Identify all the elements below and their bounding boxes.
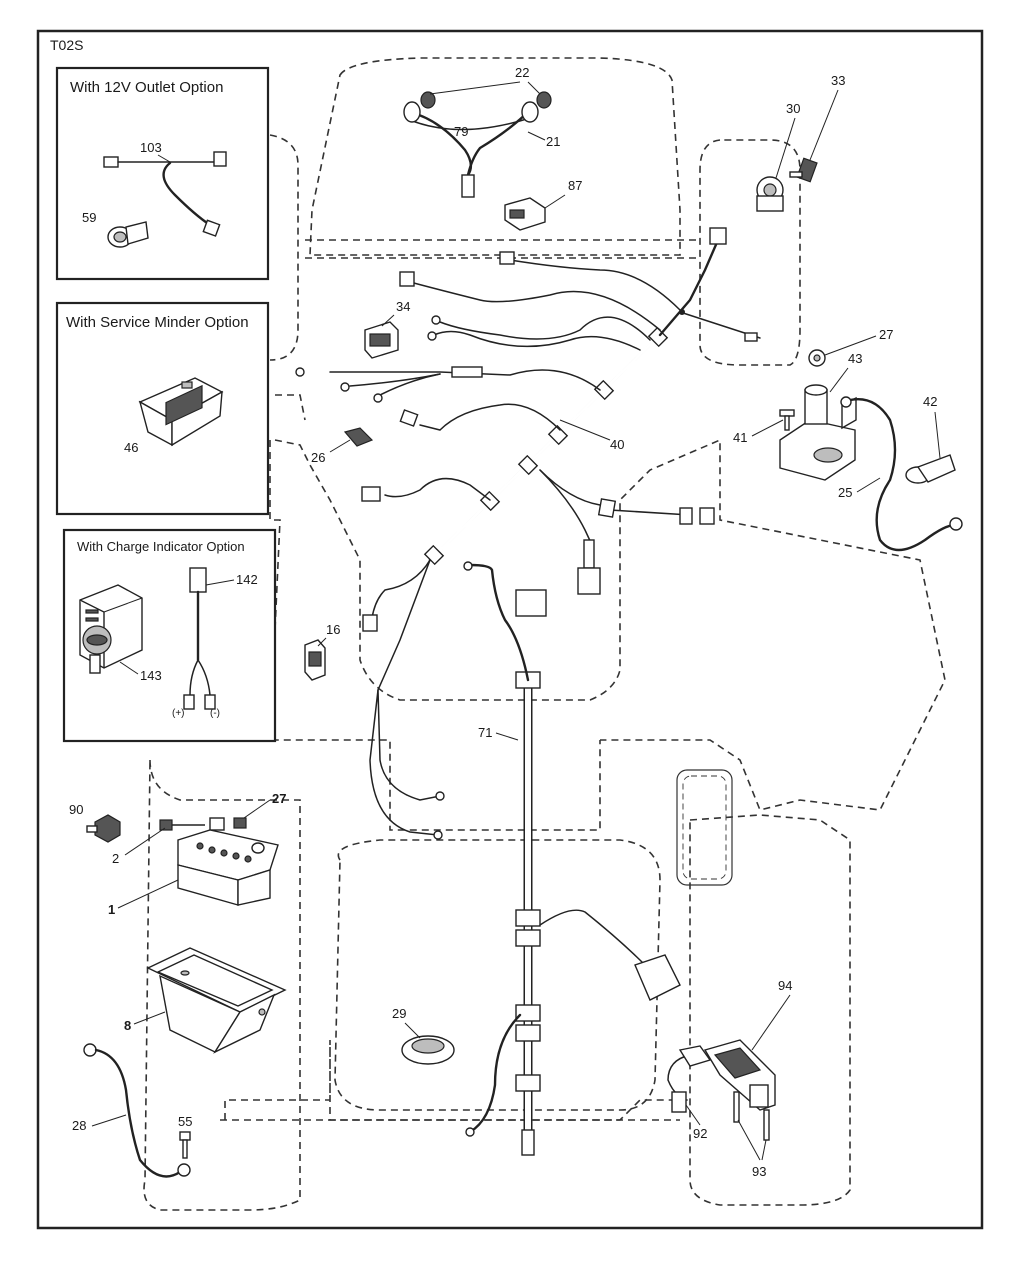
- diagram-code: T02S: [50, 37, 83, 53]
- callout-21: 21: [546, 134, 560, 149]
- terminal-90: [86, 814, 121, 843]
- box-title-service-minder: With Service Minder Option: [66, 314, 249, 331]
- option-box-service-minder: With Service Minder Option 46: [55, 301, 270, 516]
- main-harness-40: [295, 227, 761, 840]
- callout-40: 40: [610, 437, 624, 452]
- callout-103: 103: [140, 140, 162, 155]
- battery-cable-28: [83, 1043, 191, 1178]
- callout-34: 34: [396, 299, 410, 314]
- headlight-harness: [403, 91, 552, 198]
- option-box-12v-outlet: With 12V Outlet Option 103 59: [55, 66, 270, 281]
- cable-71: [463, 561, 681, 1156]
- callout-90: 90: [69, 802, 83, 817]
- connector-16: [304, 639, 326, 681]
- cable-25: [848, 398, 957, 552]
- callout-143: 143: [140, 668, 162, 683]
- screws-93: [733, 1091, 770, 1141]
- callout-46: 46: [124, 440, 138, 455]
- callout-87: 87: [568, 178, 582, 193]
- callout-94: 94: [778, 978, 792, 993]
- callout-30: 30: [786, 101, 800, 116]
- callout-28: 28: [72, 1118, 86, 1133]
- callout-92: 92: [693, 1126, 707, 1141]
- callout-43: 43: [848, 351, 862, 366]
- module-94: [703, 1039, 776, 1111]
- service-minder-module-46: [138, 377, 224, 447]
- polarity-minus: (-): [210, 708, 220, 719]
- callout-25: 25: [838, 485, 852, 500]
- callout-26: 26: [311, 450, 325, 465]
- callout-22: 22: [515, 65, 529, 80]
- callout-1: 1: [108, 902, 115, 917]
- seat-switch-29: [401, 1035, 455, 1065]
- callout-142: 142: [236, 572, 258, 587]
- battery-tray-8: [146, 947, 287, 1054]
- switch-87: [504, 197, 546, 231]
- boot-42: [905, 454, 956, 484]
- callout-71: 71: [478, 725, 492, 740]
- switch-34: [364, 321, 399, 359]
- ignition-switch-30: [756, 176, 784, 212]
- box-title-12v: With 12V Outlet Option: [70, 79, 223, 96]
- battery-1: [177, 829, 279, 906]
- callout-55: 55: [178, 1114, 192, 1129]
- callout-42: 42: [923, 394, 937, 409]
- callout-33: 33: [831, 73, 845, 88]
- nut-27-lower: [209, 817, 247, 831]
- charge-harness-142: [183, 567, 216, 710]
- callout-2: 2: [112, 851, 119, 866]
- callout-93: 93: [752, 1164, 766, 1179]
- headlight-left: [403, 91, 436, 123]
- headlight-right: [521, 91, 552, 123]
- callout-8: 8: [124, 1018, 131, 1033]
- callout-27-upper: 27: [879, 327, 893, 342]
- bolt-55: [179, 1131, 191, 1159]
- callout-79: 79: [454, 124, 468, 139]
- callout-29: 29: [392, 1006, 406, 1021]
- box-title-charge-indicator: With Charge Indicator Option: [77, 539, 245, 554]
- fuse-26: [343, 427, 374, 447]
- key-33: [789, 157, 818, 183]
- diagram-frame: [36, 29, 984, 1230]
- polarity-plus: (+): [172, 708, 185, 719]
- bolt-41: [779, 409, 795, 431]
- tractor-outline: [143, 57, 946, 1211]
- callout-59: 59: [82, 210, 96, 225]
- connector-92: [667, 1045, 712, 1113]
- callout-16: 16: [326, 622, 340, 637]
- charge-indicator-143: [79, 584, 143, 674]
- callout-27-lower: 27: [272, 791, 286, 806]
- bolt-2: [159, 819, 205, 831]
- option-box-charge-indicator: With Charge Indicator Option 143 142 (+)…: [62, 528, 277, 743]
- outlet-socket-59: [107, 221, 149, 248]
- callout-41: 41: [733, 430, 747, 445]
